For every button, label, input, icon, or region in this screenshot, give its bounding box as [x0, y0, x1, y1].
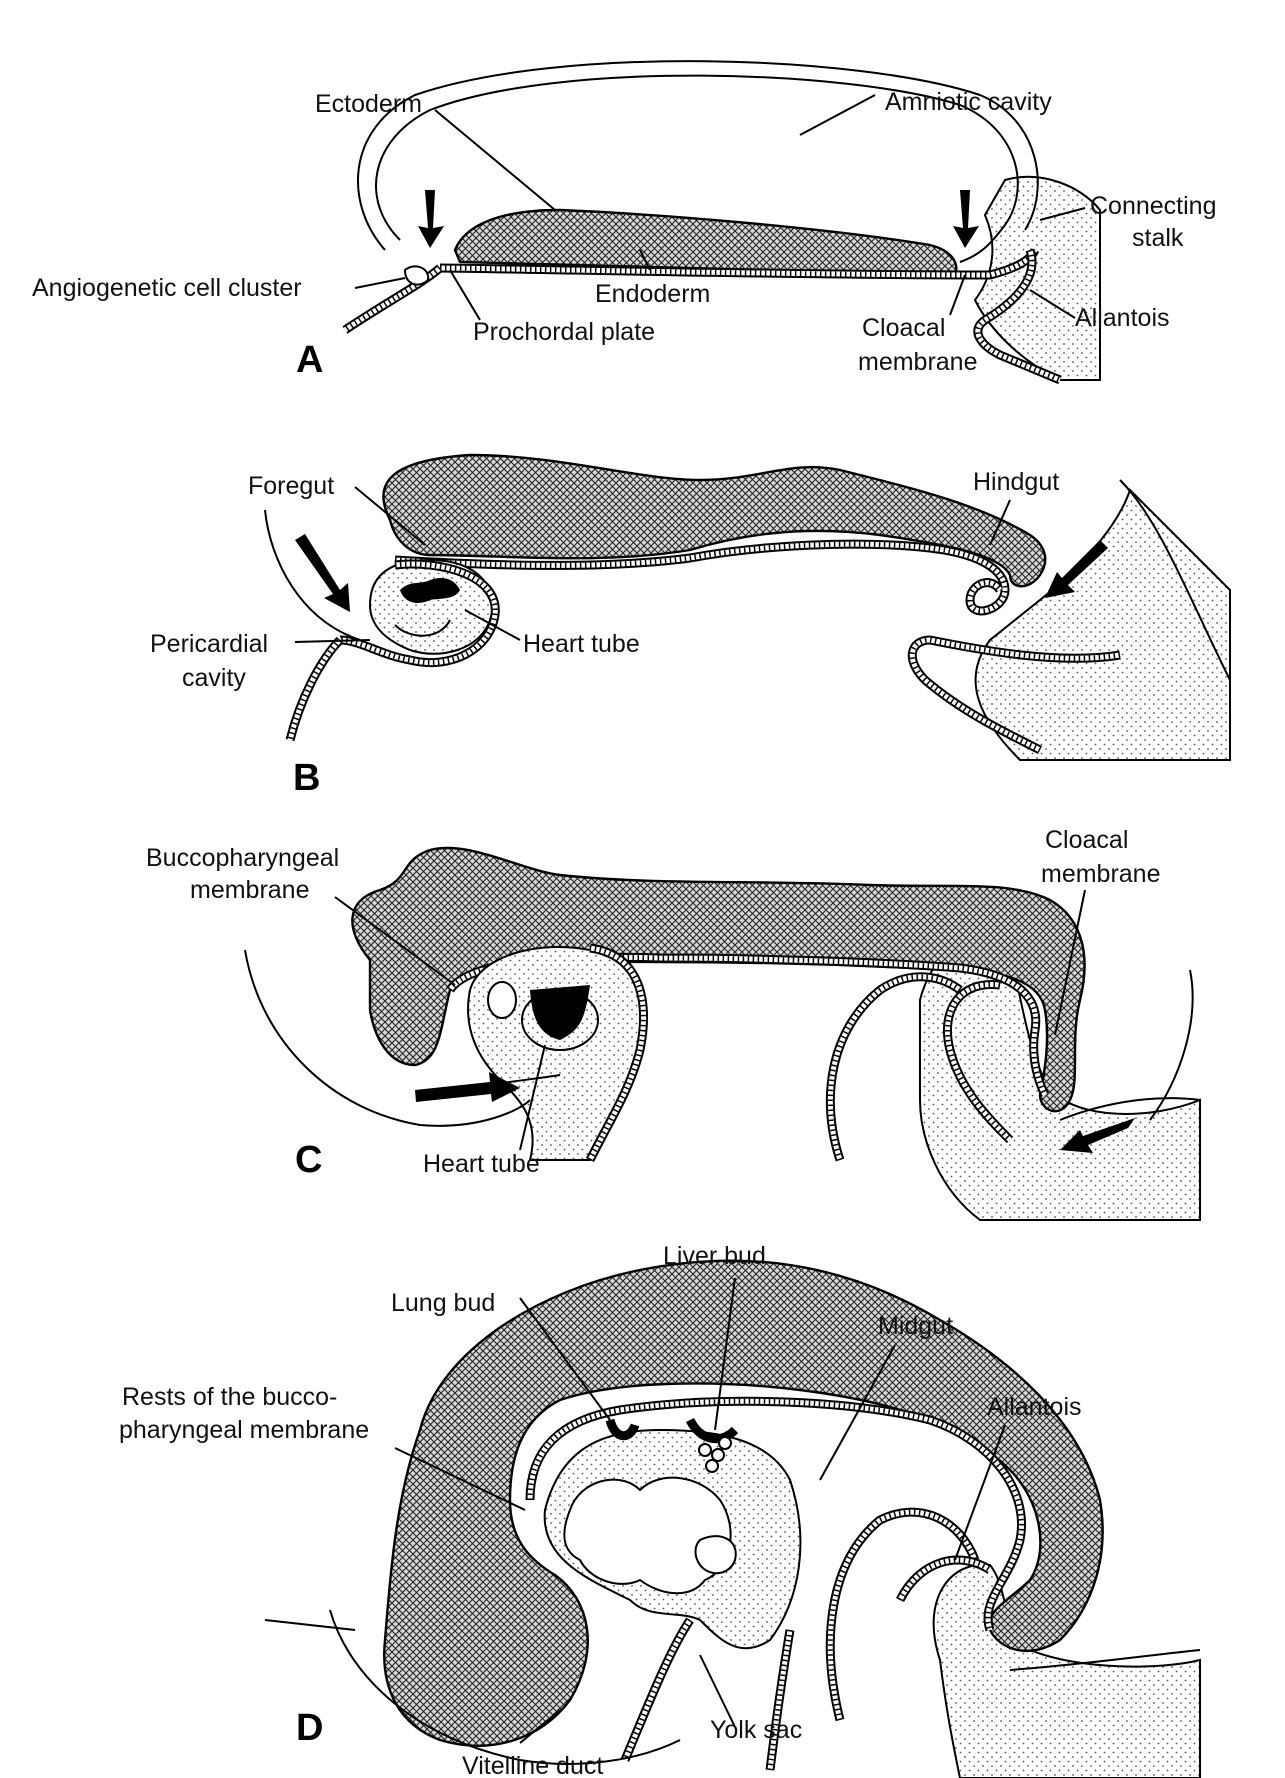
label-pericardial-cavity-1: Pericardial: [150, 630, 268, 658]
fold-arrow-tail-c: [1060, 1118, 1135, 1153]
amnion-outline: [375, 74, 1019, 263]
label-connecting-stalk-2: stalk: [1132, 224, 1184, 252]
panel-d: Liver bud Lung bud Midgut Rests of the b…: [119, 1242, 1201, 1778]
neural-ectoderm-b: [382, 453, 1047, 588]
label-endoderm: Endoderm: [595, 280, 710, 308]
label-cloacal-membrane-c-1: Cloacal: [1045, 826, 1128, 854]
heart-tube-shape-c: [530, 985, 590, 1040]
label-buccopharyngeal-membrane-1: Buccopharyngeal: [146, 844, 339, 872]
label-prochordal-plate: Prochordal plate: [473, 318, 655, 346]
label-pericardial-cavity-2: cavity: [182, 664, 246, 692]
label-cloacal-membrane-a-2: membrane: [858, 348, 978, 376]
fold-arrow-left: [418, 190, 444, 248]
panel-letter-d: D: [296, 1707, 323, 1749]
label-hindgut: Hindgut: [973, 468, 1059, 496]
label-rests-bucco-1: Rests of the bucco-: [122, 1383, 337, 1411]
ectoderm-plate: [453, 208, 958, 277]
label-ectoderm: Ectoderm: [315, 90, 422, 118]
label-heart-tube-b: Heart tube: [523, 630, 640, 658]
fold-arrow-right: [953, 190, 979, 248]
panel-a: Ectoderm Amniotic cavity Connecting stal…: [32, 60, 1216, 385]
label-liver-bud: Liver bud: [663, 1242, 766, 1270]
label-foregut: Foregut: [248, 472, 334, 500]
panel-letter-c: C: [295, 1139, 322, 1181]
heart-tube-shape-b: [400, 578, 460, 603]
label-vitelline-duct: Vitelline duct: [462, 1752, 603, 1778]
label-allantois-a: Allantois: [1075, 304, 1170, 332]
pericardial-region-c: [467, 946, 647, 1161]
panel-letter-b: B: [293, 757, 320, 799]
connecting-stalk-region: [973, 175, 1101, 381]
panel-letter-a: A: [296, 339, 323, 381]
angiogenetic-cluster-shape: [403, 265, 430, 286]
label-cloacal-membrane-a-1: Cloacal: [862, 314, 945, 342]
label-lung-bud: Lung bud: [391, 1289, 495, 1317]
label-angiogenetic-cluster: Angiogenetic cell cluster: [32, 274, 302, 302]
pericardial-space-c: [487, 981, 517, 1019]
label-amniotic-cavity: Amniotic cavity: [885, 88, 1052, 116]
fold-arrow-head-b: [295, 534, 350, 612]
fold-arrow-ventral-c: [415, 1072, 520, 1102]
label-allantois-d: Allantois: [987, 1393, 1082, 1421]
label-cloacal-membrane-c-2: membrane: [1041, 860, 1161, 888]
fold-arrow-tail-b: [1045, 540, 1108, 598]
label-yolk-sac: Yolk sac: [710, 1716, 802, 1744]
heart-space-d: [694, 1535, 737, 1575]
label-connecting-stalk-1: Connecting: [1090, 192, 1216, 220]
label-buccopharyngeal-membrane-2: membrane: [190, 876, 310, 904]
label-rests-bucco-2: pharyngeal membrane: [119, 1416, 369, 1444]
label-midgut: Midgut: [878, 1312, 953, 1340]
panel-b: Foregut Hindgut Pericardial cavity Heart…: [150, 453, 1231, 799]
panel-c: Buccopharyngeal membrane Cloacal membran…: [146, 826, 1201, 1221]
label-heart-tube-c: Heart tube: [423, 1150, 540, 1178]
